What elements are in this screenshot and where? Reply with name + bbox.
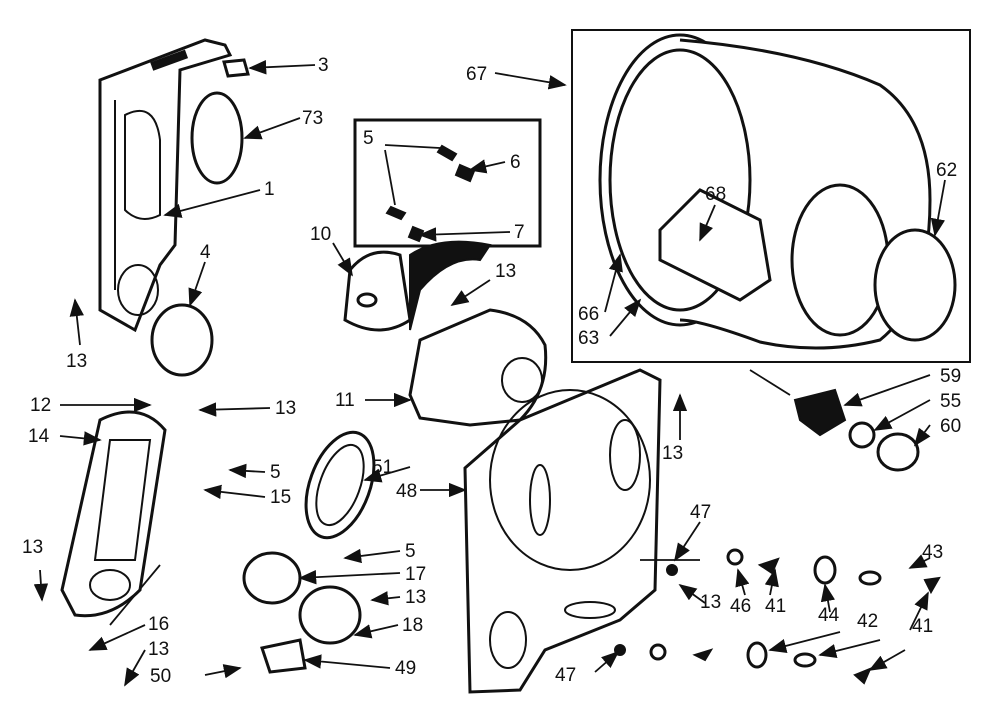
front-panel-part (98, 38, 233, 333)
label-43: 43 (922, 542, 943, 563)
label-5-c: 5 (363, 128, 374, 149)
label-13-f: 13 (495, 261, 516, 282)
label-13-g: 13 (662, 443, 683, 464)
label-17: 17 (405, 564, 426, 585)
label-44: 44 (818, 605, 840, 626)
label-5-a: 5 (270, 462, 281, 483)
label-3: 3 (318, 55, 329, 76)
label-6: 6 (510, 152, 521, 173)
rear-bulkhead-48 (463, 368, 662, 694)
blower-wheel-part (343, 250, 412, 332)
motor-17 (242, 551, 302, 605)
clip-3 (222, 58, 250, 78)
bearing-59 (793, 388, 847, 437)
label-62: 62 (936, 160, 957, 181)
label-41-a: 41 (765, 596, 786, 617)
label-13-a: 13 (66, 351, 87, 372)
drum-67 (598, 33, 932, 350)
ring-4 (150, 303, 214, 377)
screw-kit-box (353, 118, 542, 248)
label-42: 42 (857, 611, 878, 632)
label-13-d: 13 (405, 587, 426, 608)
label-13-e: 13 (148, 639, 169, 660)
label-1: 1 (264, 179, 275, 200)
label-48: 48 (396, 481, 417, 502)
drum-seal-62 (873, 228, 957, 342)
label-66: 66 (578, 304, 599, 325)
label-73: 73 (302, 108, 323, 129)
label-12: 12 (30, 395, 51, 416)
part-labels: 3 73 1 4 13 12 13 14 5 15 13 51 48 5 17 … (22, 55, 961, 687)
label-18: 18 (402, 615, 423, 636)
label-41-b: 41 (912, 616, 933, 637)
label-5-b: 5 (405, 541, 416, 562)
label-16: 16 (148, 614, 169, 635)
label-13-h: 13 (700, 592, 721, 613)
leader-lines (33, 60, 946, 687)
label-10: 10 (310, 224, 331, 245)
label-59: 59 (940, 366, 961, 387)
lint-screen-51 (304, 430, 376, 540)
label-13-c: 13 (22, 537, 43, 558)
motor-housing-18 (298, 585, 362, 645)
bracket-49 (260, 638, 307, 674)
label-46: 46 (730, 596, 751, 617)
label-14: 14 (28, 426, 50, 447)
label-68: 68 (705, 184, 726, 205)
label-63: 63 (578, 328, 599, 349)
drum-kit-box (571, 29, 971, 363)
label-7: 7 (514, 222, 525, 243)
label-51: 51 (372, 457, 393, 478)
label-67: 67 (466, 64, 487, 85)
cap-60 (876, 432, 920, 472)
label-15: 15 (270, 487, 291, 508)
seal-ring-73 (190, 91, 244, 185)
blower-housing-dark (409, 240, 492, 331)
label-49: 49 (395, 658, 416, 679)
pulley-parts (614, 548, 941, 685)
label-55: 55 (940, 391, 961, 412)
label-4: 4 (200, 242, 211, 263)
label-11: 11 (335, 390, 355, 411)
blower-housing-11 (408, 308, 548, 427)
ball-55 (848, 421, 876, 449)
toe-panel-14 (60, 410, 167, 618)
label-47-a: 47 (690, 502, 711, 523)
label-50: 50 (150, 666, 171, 687)
label-60: 60 (940, 416, 961, 437)
label-47-b: 47 (555, 665, 576, 686)
label-13-b: 13 (275, 398, 296, 419)
